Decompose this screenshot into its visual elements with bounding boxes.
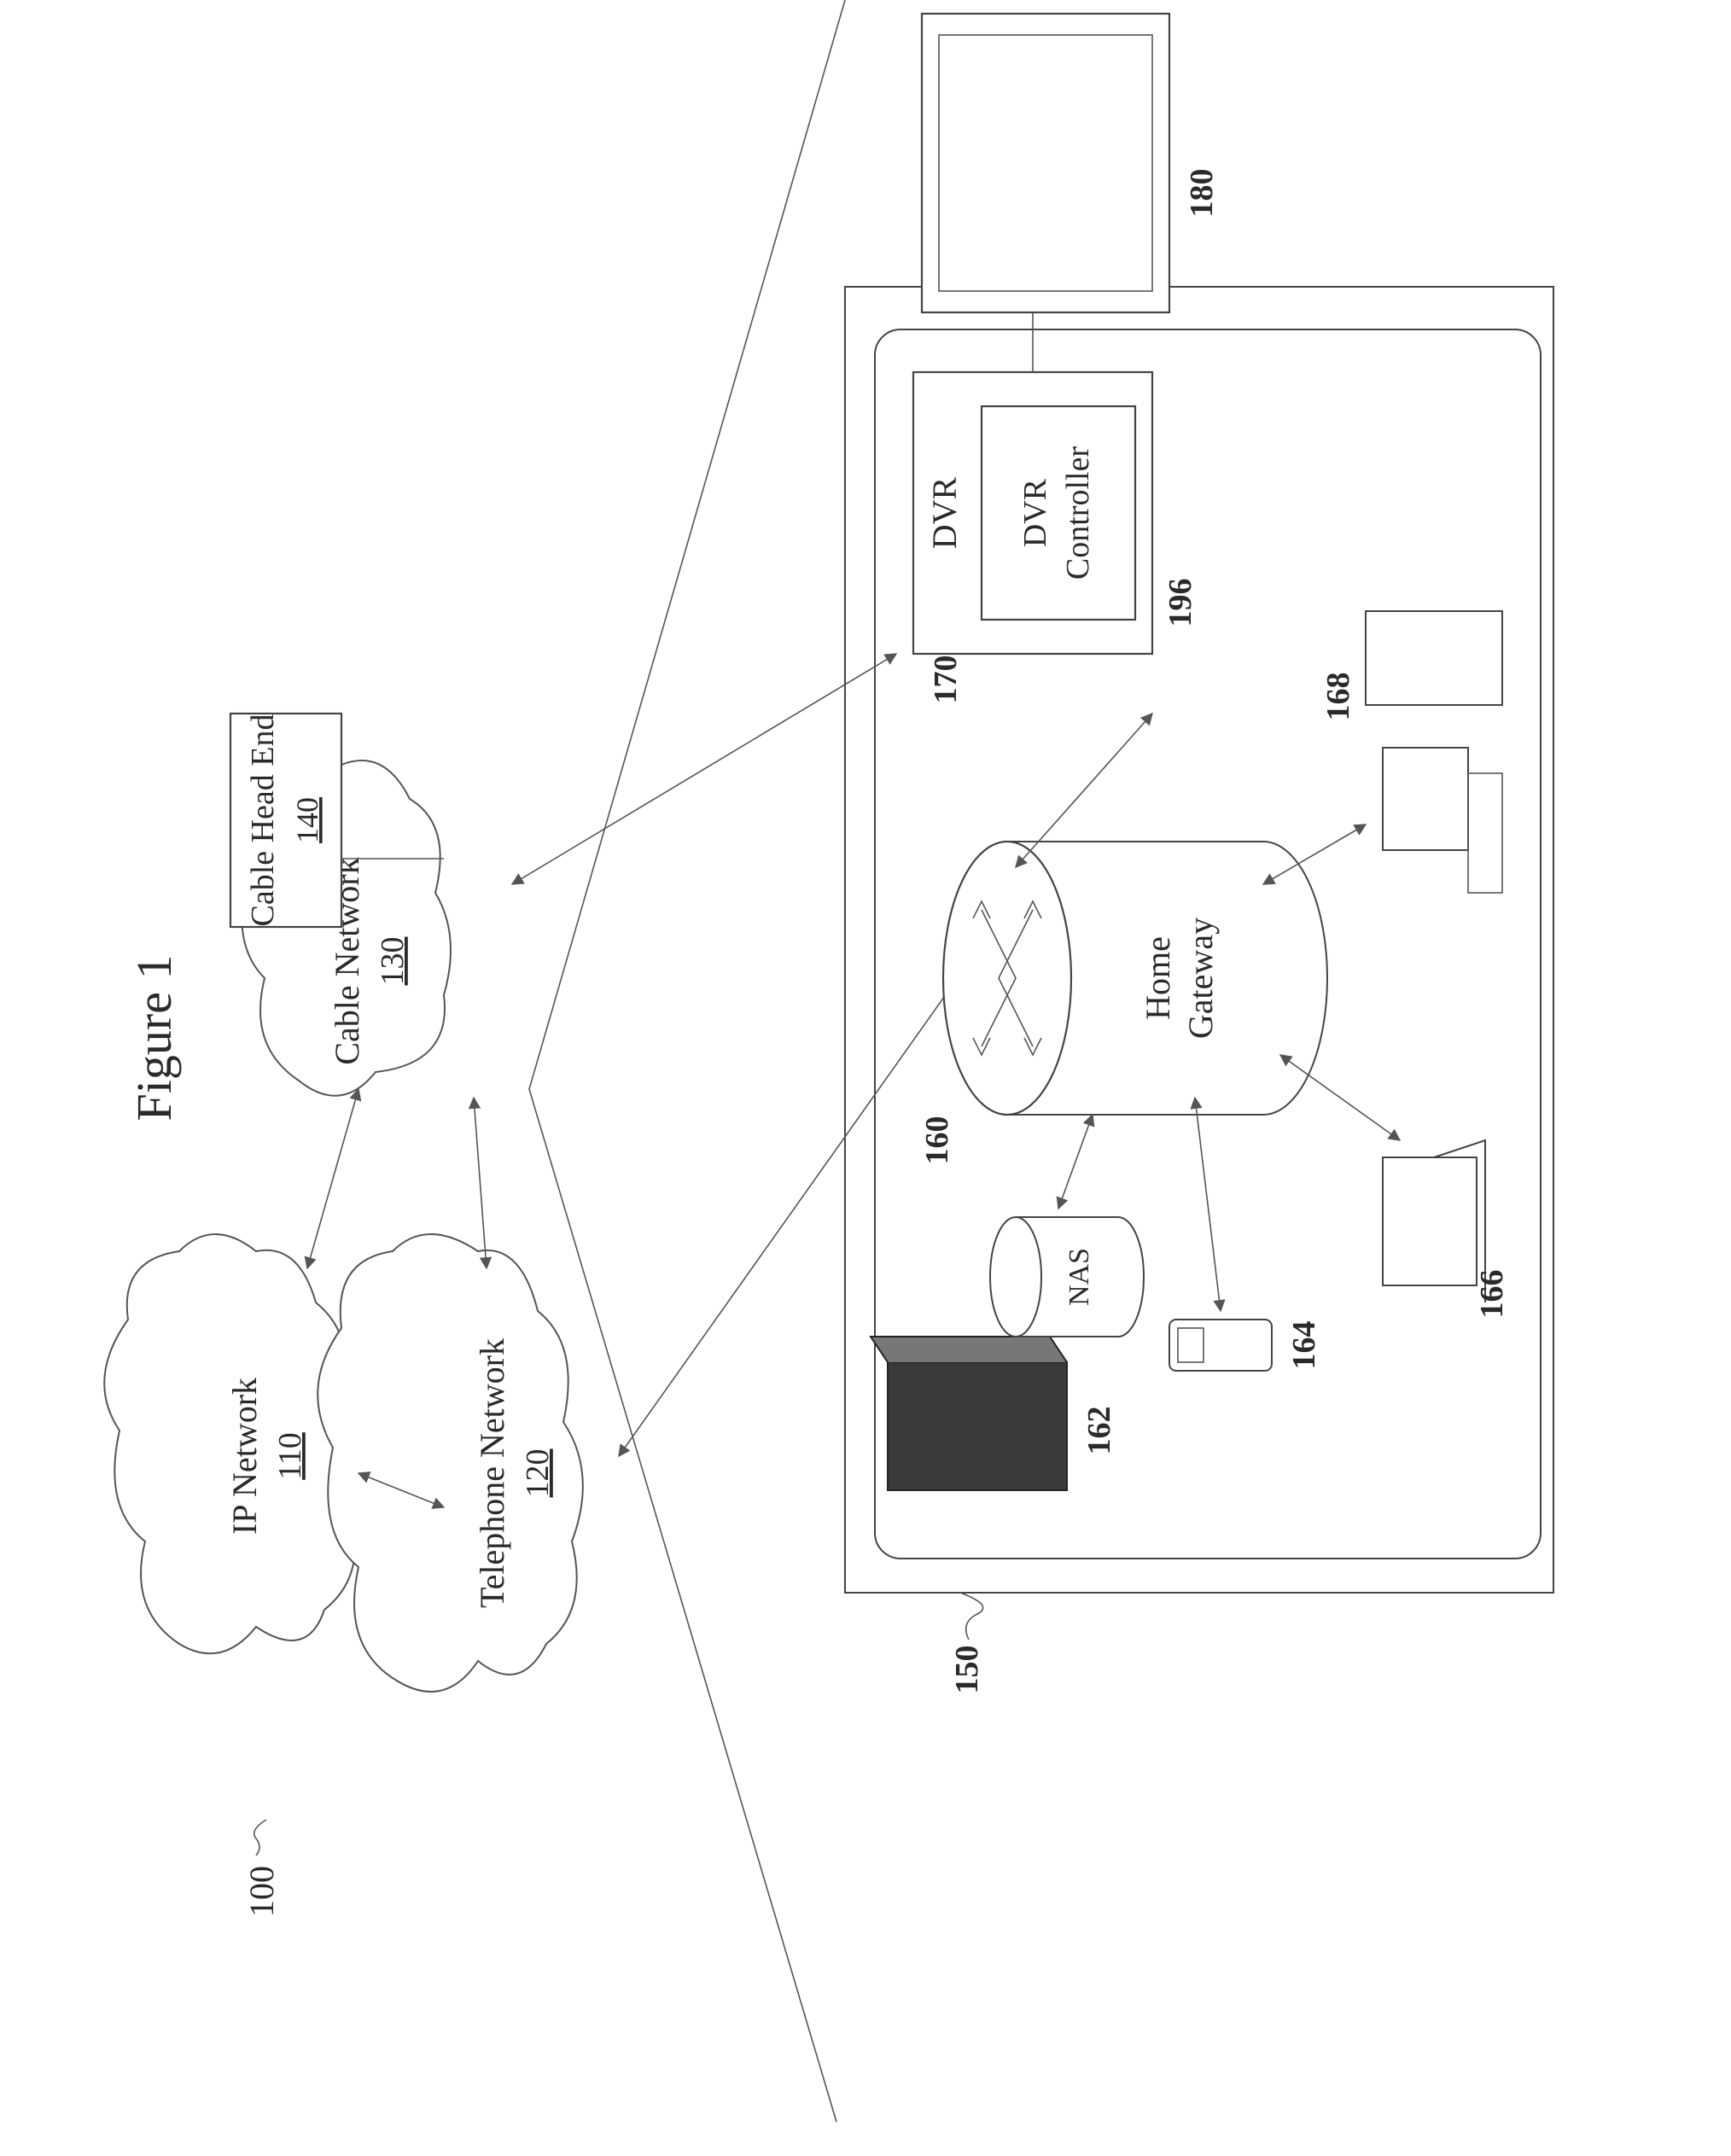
cable-head-end-ref: 140 bbox=[290, 797, 324, 843]
ref-100-leader bbox=[254, 1820, 266, 1856]
home-gateway-label-1: Home bbox=[1139, 936, 1177, 1020]
desktop-icon: 168 bbox=[1320, 611, 1502, 893]
phone-ref: 164 bbox=[1286, 1321, 1322, 1370]
dvr-label: DVR bbox=[925, 476, 964, 549]
server-icon: 162 bbox=[871, 1337, 1117, 1490]
desktop-ref: 168 bbox=[1320, 673, 1356, 721]
dvr-controller-box bbox=[982, 406, 1135, 620]
ip-network-cloud: IP Network 110 bbox=[104, 1234, 361, 1653]
home-gateway-ref: 160 bbox=[919, 1116, 955, 1165]
ip-cable-arrow bbox=[307, 1089, 358, 1268]
server-ref: 162 bbox=[1081, 1407, 1117, 1455]
dvr-ref: 170 bbox=[928, 656, 964, 704]
home-gateway-label-2: Gateway bbox=[1181, 918, 1220, 1039]
phone-icon: 164 bbox=[1169, 1320, 1322, 1371]
home-gateway: Home Gateway 160 bbox=[919, 842, 1327, 1165]
perspective-outline bbox=[529, 0, 845, 2122]
ip-network-label: IP Network bbox=[225, 1378, 264, 1535]
television: 180 bbox=[922, 14, 1220, 372]
gateway-phone-arrow bbox=[1195, 1098, 1221, 1311]
telephone-network-cloud: Telephone Network 120 bbox=[318, 1234, 583, 1692]
gateway-desktop-arrow bbox=[1263, 825, 1366, 884]
ip-network-ref: 110 bbox=[272, 1432, 308, 1480]
nas-label: NAS bbox=[1064, 1248, 1095, 1306]
gateway-dvr-arrow bbox=[1016, 714, 1152, 867]
laptop-ref: 166 bbox=[1474, 1270, 1510, 1319]
laptop-icon: 166 bbox=[1383, 1140, 1510, 1319]
tv-ref: 180 bbox=[1184, 169, 1220, 218]
dvr-controller-ref: 196 bbox=[1163, 579, 1198, 627]
cable-network-ref: 130 bbox=[375, 937, 411, 986]
nas-icon: NAS bbox=[990, 1217, 1144, 1337]
telephone-network-ref: 120 bbox=[520, 1449, 556, 1498]
gateway-laptop-arrow bbox=[1280, 1055, 1400, 1140]
telephone-cable-arrow bbox=[474, 1098, 487, 1268]
gateway-nas-arrow bbox=[1058, 1115, 1093, 1209]
premises-ref: 150 bbox=[949, 1646, 985, 1694]
premises-ref-leader bbox=[960, 1593, 983, 1640]
dvr: DVR DVR Controller 170 196 bbox=[913, 372, 1198, 704]
figure-title: Figure 1 bbox=[126, 955, 182, 1122]
cable-head-end-label: Cable Head End bbox=[245, 714, 281, 926]
cable-dvr-arrow bbox=[512, 654, 896, 884]
dvr-controller-label-1: DVR bbox=[1017, 478, 1053, 547]
dvr-controller-label-2: Controller bbox=[1060, 446, 1096, 580]
telephone-network-label: Telephone Network bbox=[473, 1338, 511, 1608]
ref-100: 100 bbox=[242, 1866, 281, 1917]
